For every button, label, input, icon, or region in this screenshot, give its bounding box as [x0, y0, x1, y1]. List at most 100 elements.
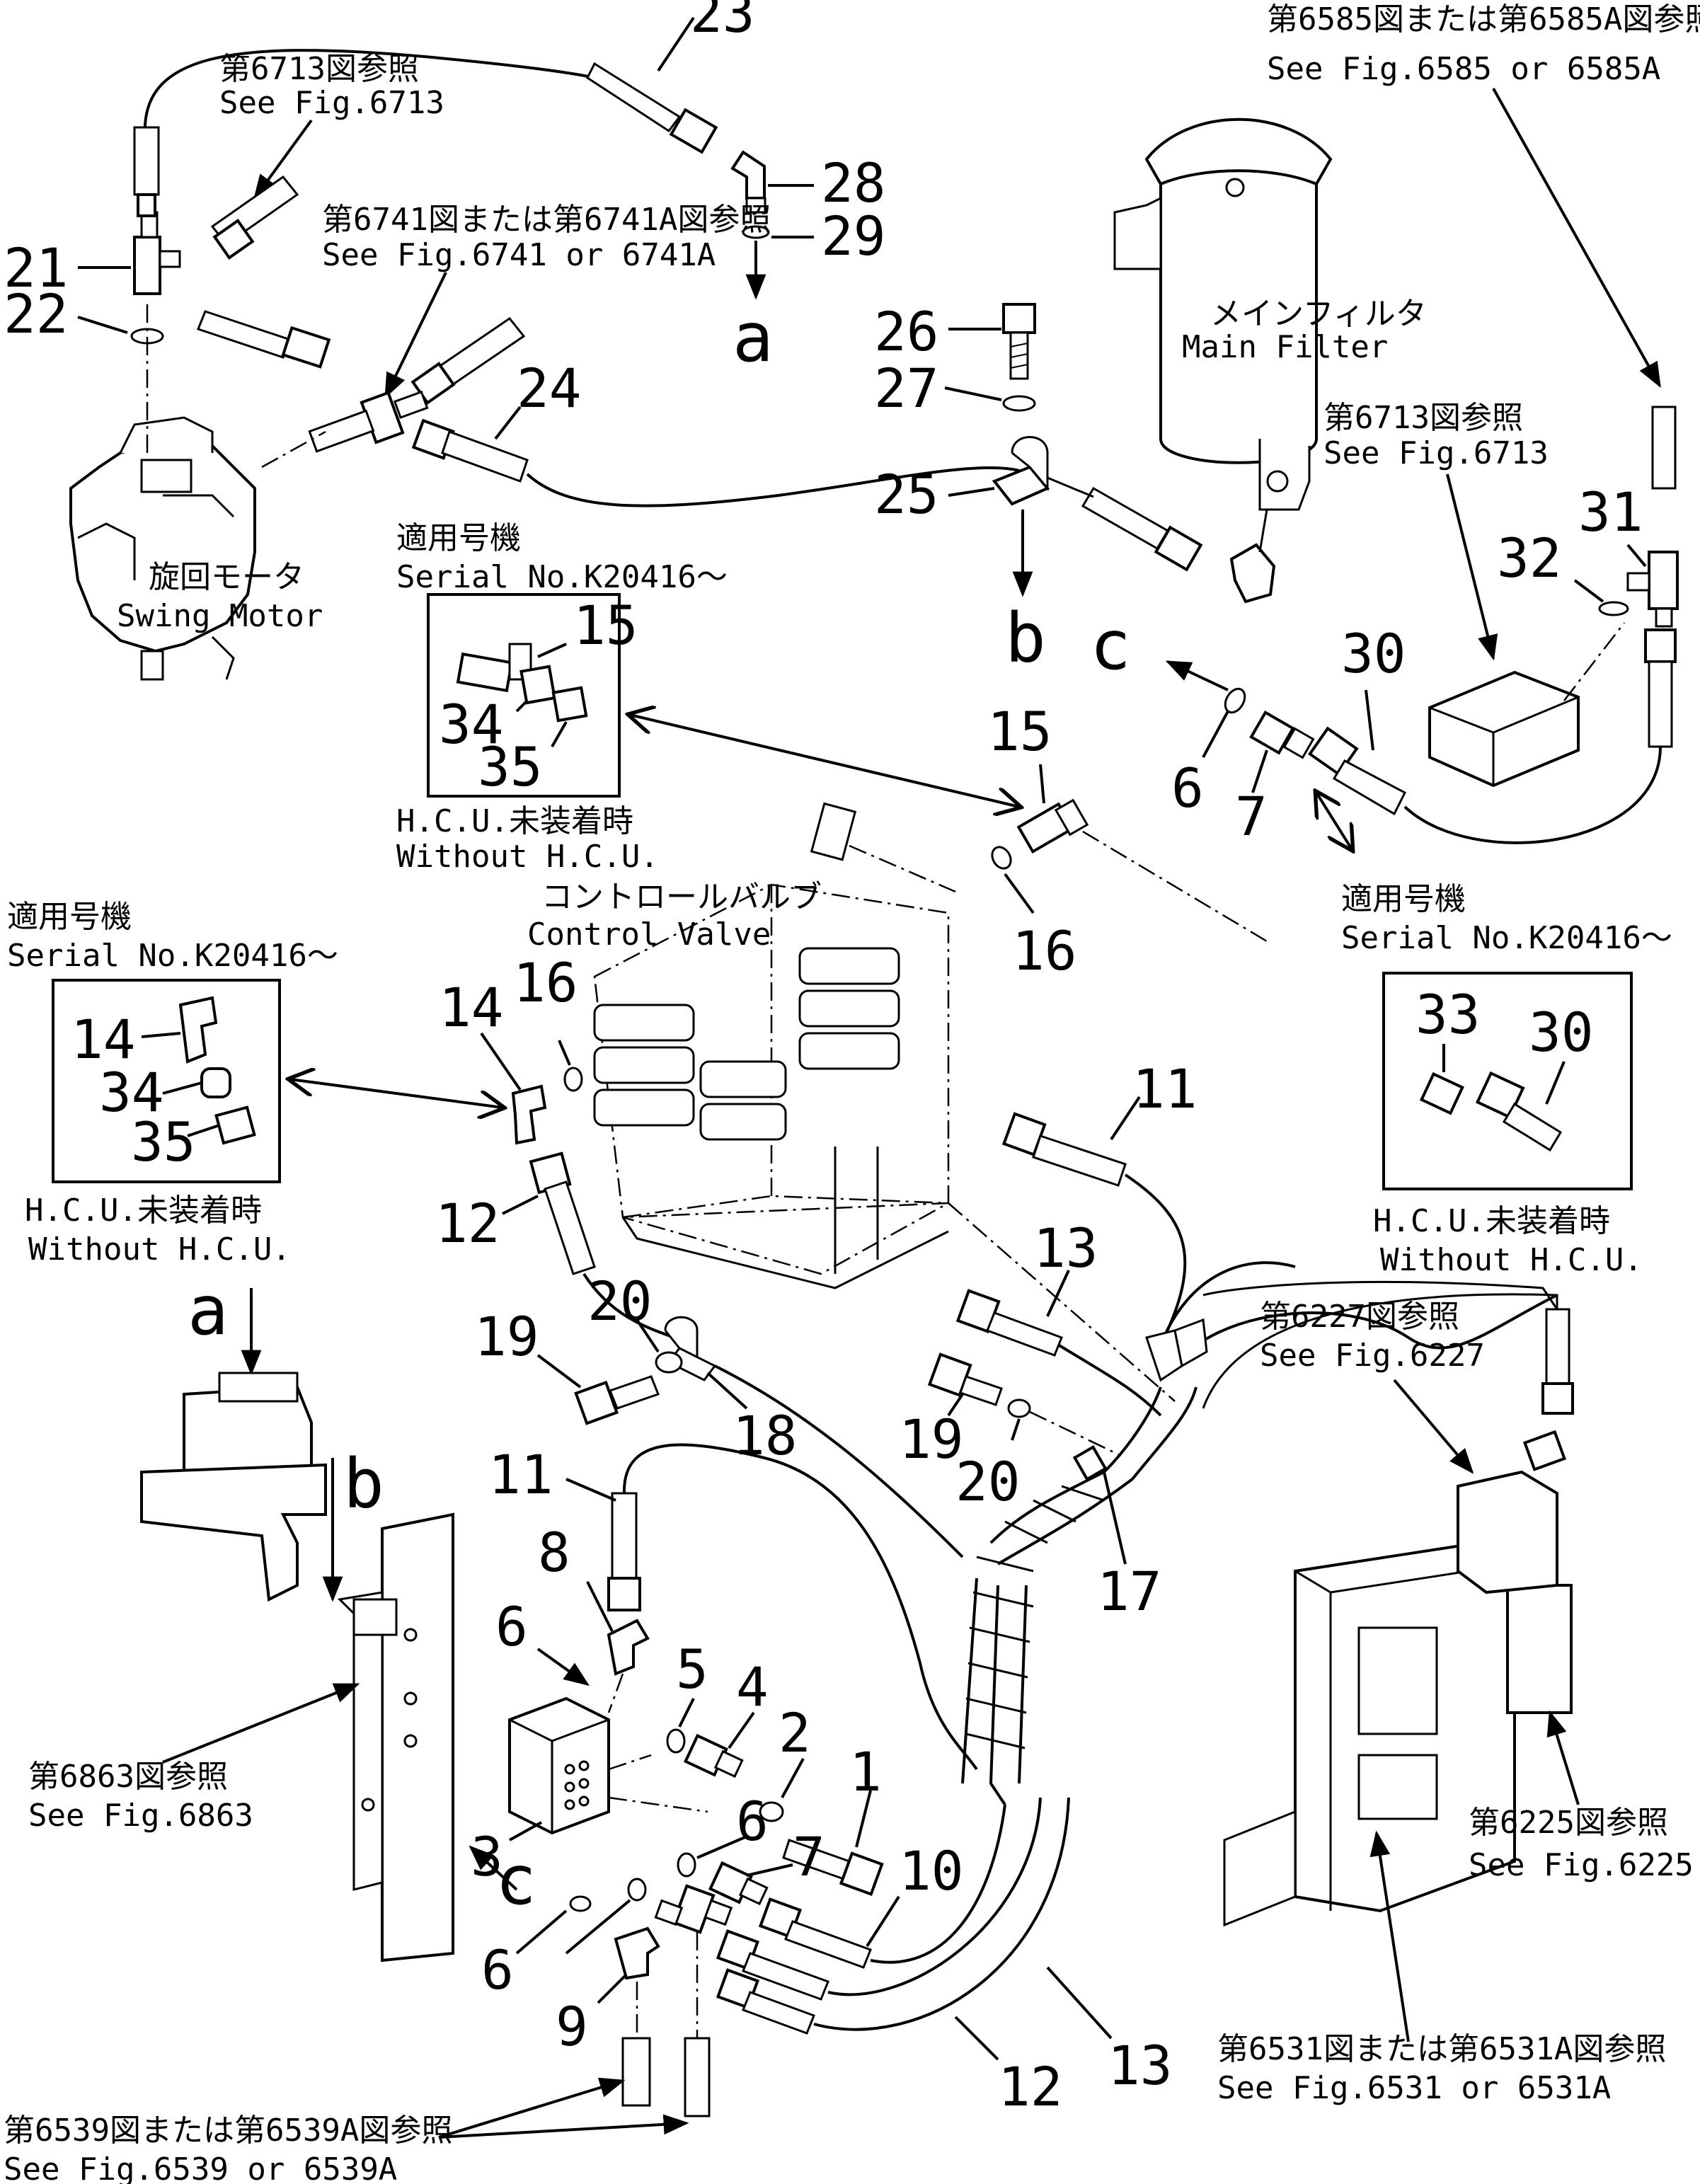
ref-6741-en: See Fig.6741 or 6741A — [322, 237, 716, 273]
hose-stubs-6741 — [197, 310, 526, 453]
part-13-lower-label: 13 — [1108, 2034, 1173, 2097]
left-box-applicable-jp: 適用号機 — [7, 899, 132, 935]
part-27-label: 27 — [874, 357, 939, 420]
ref-6531-en: See Fig.6531 or 6531A — [1217, 2070, 1611, 2106]
part-16-left-label: 16 — [513, 951, 578, 1014]
part-23-label: 23 — [690, 0, 755, 45]
part-6-lower-label: 6 — [481, 1938, 514, 2001]
washer-2 — [759, 1801, 784, 1822]
ref-6539-en: See Fig.6539 or 6539A — [4, 2151, 397, 2184]
hose-filter-link — [1081, 486, 1203, 572]
middle-detail-box — [427, 593, 621, 798]
part-34-detail-label: 34 — [439, 693, 504, 756]
part-17-label: 17 — [1097, 1560, 1162, 1623]
ref-6585-en: See Fig.6585 or 6585A — [1267, 51, 1660, 87]
clamp-25 — [992, 436, 1050, 506]
part-22-label: 22 — [4, 282, 69, 345]
main-filter-en-label: Main Filter — [1182, 329, 1388, 365]
nut-35-left-detail — [214, 1105, 256, 1145]
bolt-1 — [782, 1839, 884, 1897]
left-detail-box — [52, 979, 281, 1183]
ref-6863-en: See Fig.6863 — [28, 1798, 253, 1834]
fitting-7-lower — [708, 1861, 769, 1906]
fitting-4 — [683, 1733, 744, 1778]
hose-30-detail — [1475, 1071, 1563, 1152]
washer-20-left — [655, 1351, 683, 1374]
o-ring-32 — [1598, 601, 1629, 616]
part-28-label: 28 — [821, 151, 886, 214]
part-8-label: 8 — [538, 1521, 570, 1584]
fitting-7-top — [1249, 710, 1315, 759]
hose-12-top — [529, 1151, 596, 1275]
part-20-right-label: 20 — [955, 1450, 1021, 1513]
part-24-label: 24 — [517, 357, 582, 420]
part-25-label: 25 — [874, 463, 939, 526]
hose-24 — [411, 418, 529, 483]
part-30-detail-label: 30 — [1529, 1001, 1594, 1064]
part-14-detail-label: 14 — [71, 1008, 136, 1071]
ref-6713-top-en: See Fig.6713 — [219, 85, 444, 121]
connection-b-bottom: b — [343, 1444, 384, 1524]
ref-6539-jp: 第6539図または第6539A図参照 — [4, 2113, 452, 2149]
part-32-label: 32 — [1497, 527, 1562, 590]
o-ring-6-lower-a — [569, 1895, 592, 1912]
hose-12-lower — [716, 1929, 829, 2001]
part-29-label: 29 — [821, 205, 886, 268]
part-19-left-label: 19 — [474, 1305, 539, 1368]
part-26-label: 26 — [874, 300, 939, 363]
hose-11-lower — [607, 1492, 641, 1611]
o-ring-29 — [742, 225, 770, 239]
hose-13-lower — [716, 1968, 815, 2035]
o-ring-6-mid — [677, 1852, 696, 1878]
washer-27 — [1002, 395, 1036, 412]
control-valve-en-label: Control Valve — [527, 916, 771, 953]
nut-34-detail — [519, 665, 557, 705]
part-2-label: 2 — [779, 1701, 811, 1764]
part-31-label: 31 — [1578, 481, 1643, 544]
part-15-label: 15 — [987, 700, 1052, 763]
part-33-label: 33 — [1415, 983, 1481, 1046]
washer-20-right — [1007, 1398, 1031, 1418]
part-4-label: 4 — [736, 1655, 769, 1718]
ref-6225-en: See Fig.6225 — [1469, 1847, 1694, 1883]
o-ring-6-lower-b — [627, 1878, 647, 1902]
hose-stubs-6539 — [621, 2037, 711, 2117]
part-20-left-label: 20 — [587, 1270, 653, 1333]
ref-6863-jp: 第6863図参照 — [28, 1759, 228, 1795]
mid-box-serial: Serial No.K20416～ — [396, 559, 728, 595]
hose-23 — [133, 62, 718, 217]
elbow-8 — [607, 1619, 650, 1676]
ref-6225-jp: 第6225図参照 — [1469, 1805, 1668, 1841]
part-12-lower-label: 12 — [998, 2055, 1063, 2118]
bolt-19-left — [574, 1375, 660, 1425]
bolt-26 — [1002, 303, 1036, 380]
nut-33 — [1419, 1071, 1464, 1115]
swing-motor-en-label: Swing Motor — [117, 598, 323, 634]
mid-box-without-en: Without H.C.U. — [396, 839, 659, 875]
connection-a-bottom: a — [188, 1271, 229, 1350]
connection-c-top: c — [1090, 606, 1131, 685]
ref-6713-right-en: See Fig.6713 — [1323, 435, 1549, 471]
bolt-19-right — [927, 1352, 1003, 1406]
ref-6531-jp: 第6531図または第6531A図参照 — [1217, 2031, 1666, 2067]
control-valve-jp-label: コントロールバルブ — [541, 879, 822, 915]
right-box-applicable-jp: 適用号機 — [1341, 881, 1466, 917]
right-box-without-jp: H.C.U.未装着時 — [1373, 1203, 1610, 1239]
elbow-14-detail — [178, 996, 218, 1064]
hose-10-lower — [758, 1897, 872, 1969]
o-ring-16-left — [563, 1067, 583, 1092]
part-35-left-label: 35 — [131, 1110, 196, 1173]
part-15-detail-label: 15 — [573, 594, 638, 657]
hose-30 — [1307, 628, 1677, 816]
elbow-28 — [730, 150, 766, 214]
part-10-label: 10 — [899, 1839, 964, 1902]
valve-block-6713 — [1428, 670, 1580, 788]
mid-box-applicable-jp: 適用号機 — [396, 520, 521, 556]
right-box-serial: Serial No.K20416～ — [1341, 920, 1672, 956]
hose-stub-6585 — [1651, 406, 1677, 490]
part-5-label: 5 — [676, 1638, 708, 1701]
connection-b-top: b — [1005, 599, 1046, 678]
hose-stub-6713 — [210, 175, 299, 260]
hydraulic-housing — [1223, 1470, 1573, 1927]
part-30-label: 30 — [1341, 622, 1406, 685]
